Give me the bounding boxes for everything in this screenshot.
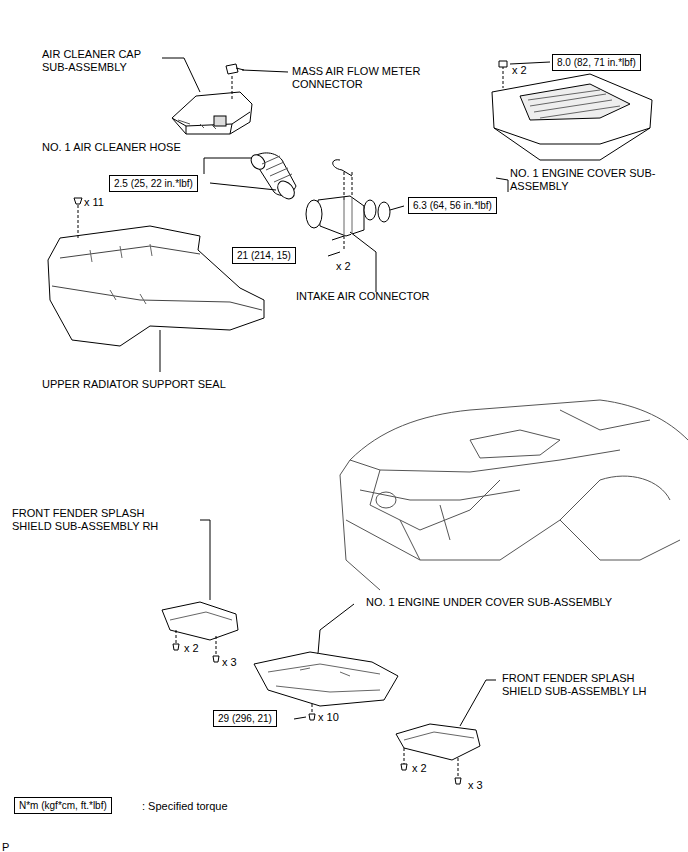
part-label: x 3 <box>468 779 483 792</box>
part-label: NO. 1 ENGINE COVER SUB-ASSEMBLY <box>510 167 660 193</box>
part-label: P <box>2 841 9 852</box>
part-label: x 2 <box>412 762 427 775</box>
part-label: MASS AIR FLOW METER CONNECTOR <box>292 65 442 91</box>
part-label: x 3 <box>222 656 237 669</box>
part-label: NO. 1 ENGINE UNDER COVER SUB-ASSEMBLY <box>366 596 612 609</box>
torque-value: N*m (kgf*cm, ft.*lbf) <box>19 800 107 811</box>
vehicle-front <box>340 400 688 590</box>
air-cleaner-hose <box>204 152 298 202</box>
torque-box: 29 (296, 21) <box>213 710 277 727</box>
leader-lines <box>162 58 550 192</box>
engine-under-cover <box>254 604 398 720</box>
torque-value: 8.0 (82, 71 in.*lbf) <box>557 57 636 68</box>
part-label: INTAKE AIR CONNECTOR <box>296 290 429 303</box>
part-label: x 2 <box>184 642 199 655</box>
splash-shield-rh <box>162 520 238 662</box>
torque-box: 6.3 (64, 56 in.*lbf) <box>408 197 497 214</box>
part-label: x 2 <box>512 64 527 77</box>
part-label: NO. 1 AIR CLEANER HOSE <box>42 141 181 154</box>
torque-value: 29 (296, 21) <box>218 713 272 724</box>
air-cleaner-cap <box>172 92 252 134</box>
radiator-support-seal <box>48 198 264 372</box>
part-label: UPPER RADIATOR SUPPORT SEAL <box>42 378 226 391</box>
torque-value: 2.5 (25, 22 in.*lbf) <box>114 178 193 189</box>
torque-box: 8.0 (82, 71 in.*lbf) <box>552 54 641 71</box>
splash-shield-lh <box>396 680 496 784</box>
torque-value: 21 (214, 15) <box>237 250 291 261</box>
torque-box: 2.5 (25, 22 in.*lbf) <box>109 175 198 192</box>
part-label: x 2 <box>336 260 351 273</box>
part-label: FRONT FENDER SPLASH SHIELD SUB-ASSEMBLY … <box>12 507 180 533</box>
maf-connector <box>226 64 244 100</box>
intake-air-connector <box>306 160 404 292</box>
torque-box: N*m (kgf*cm, ft.*lbf) <box>14 797 112 814</box>
part-label: : Specified torque <box>142 800 228 813</box>
part-label: AIR CLEANER CAP SUB-ASSEMBLY <box>42 48 170 74</box>
engine-cover <box>492 61 652 160</box>
part-label: x 10 <box>318 711 339 724</box>
torque-box: 21 (214, 15) <box>232 247 296 264</box>
part-label: x 11 <box>84 196 104 209</box>
torque-value: 6.3 (64, 56 in.*lbf) <box>413 200 492 211</box>
part-label: FRONT FENDER SPLASH SHIELD SUB-ASSEMBLY … <box>502 672 670 698</box>
